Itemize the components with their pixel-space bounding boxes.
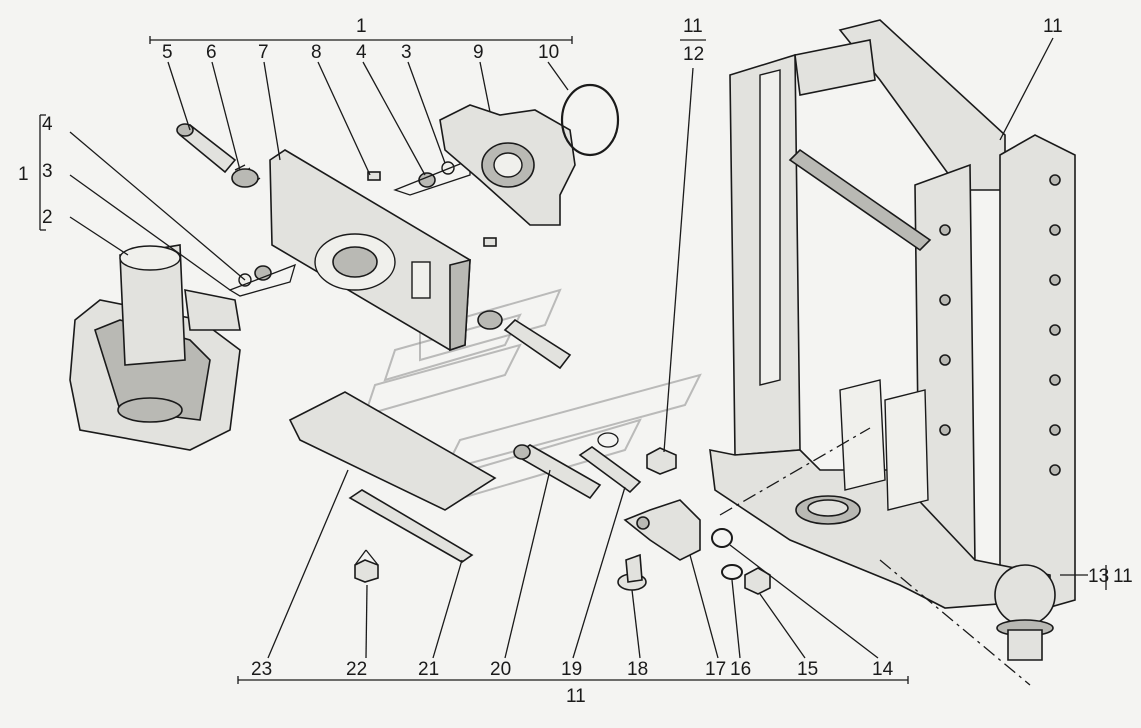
label-21: 21 bbox=[418, 659, 439, 680]
label-6: 6 bbox=[206, 42, 217, 63]
pin-5 bbox=[176, 123, 237, 174]
bolt-20 bbox=[513, 444, 602, 500]
label-18: 18 bbox=[627, 659, 648, 680]
flange-9 bbox=[439, 104, 576, 226]
spring-4-top bbox=[393, 159, 471, 196]
label-group-11-bottom: 11 bbox=[566, 686, 586, 707]
ring-10 bbox=[560, 83, 620, 157]
label-3-left: 3 bbox=[42, 161, 53, 182]
frame-holes bbox=[939, 174, 1061, 476]
pin-14 bbox=[711, 528, 733, 548]
nut-12 bbox=[646, 447, 677, 475]
callout-labels: 1 5 6 7 8 4 3 9 10 11 12 11 1 4 3 2 13 1… bbox=[18, 16, 1133, 707]
label-7: 7 bbox=[258, 42, 269, 63]
bolt-18 bbox=[617, 553, 647, 591]
plate bbox=[269, 149, 471, 352]
frame-housing bbox=[709, 19, 1076, 611]
label-5: 5 bbox=[162, 42, 173, 63]
cover-sheet-23 bbox=[288, 391, 497, 511]
label-group-1-left: 1 bbox=[18, 164, 29, 185]
strip-21 bbox=[348, 489, 474, 563]
label-15: 15 bbox=[797, 659, 818, 680]
spring-4-left bbox=[228, 263, 296, 297]
label-20: 20 bbox=[490, 659, 511, 680]
label-14: 14 bbox=[872, 659, 894, 680]
tow-ball bbox=[994, 564, 1056, 661]
label-11-top: 11 bbox=[1043, 16, 1063, 37]
label-23: 23 bbox=[251, 659, 272, 680]
label-17: 17 bbox=[705, 659, 726, 680]
leader-lines bbox=[39, 36, 1107, 686]
label-16: 16 bbox=[730, 659, 751, 680]
nut-22 bbox=[354, 559, 379, 583]
label-13: 13 bbox=[1088, 566, 1109, 587]
label-8: 8 bbox=[311, 42, 322, 63]
washer-16 bbox=[721, 564, 743, 580]
label-22: 22 bbox=[346, 659, 367, 680]
label-frac-num: 11 bbox=[683, 16, 703, 37]
label-4-top: 4 bbox=[356, 42, 367, 63]
bracket-17 bbox=[623, 499, 701, 561]
label-11-right: 11 bbox=[1113, 566, 1133, 587]
pin-8b bbox=[483, 237, 497, 247]
nut-15 bbox=[744, 567, 771, 595]
pin-8 bbox=[367, 171, 381, 181]
label-frac-den: 12 bbox=[683, 44, 704, 65]
label-9: 9 bbox=[473, 42, 484, 63]
label-10: 10 bbox=[538, 42, 559, 63]
hitch-assembly bbox=[69, 244, 241, 451]
label-19: 19 bbox=[561, 659, 582, 680]
spring-plate-right bbox=[477, 310, 572, 370]
label-2-left: 2 bbox=[42, 207, 53, 228]
label-4-left: 4 bbox=[42, 114, 53, 135]
label-group-1-top: 1 bbox=[356, 16, 367, 37]
label-3-top: 3 bbox=[401, 42, 412, 63]
spring-6 bbox=[231, 164, 261, 188]
pin-19 bbox=[578, 432, 642, 494]
